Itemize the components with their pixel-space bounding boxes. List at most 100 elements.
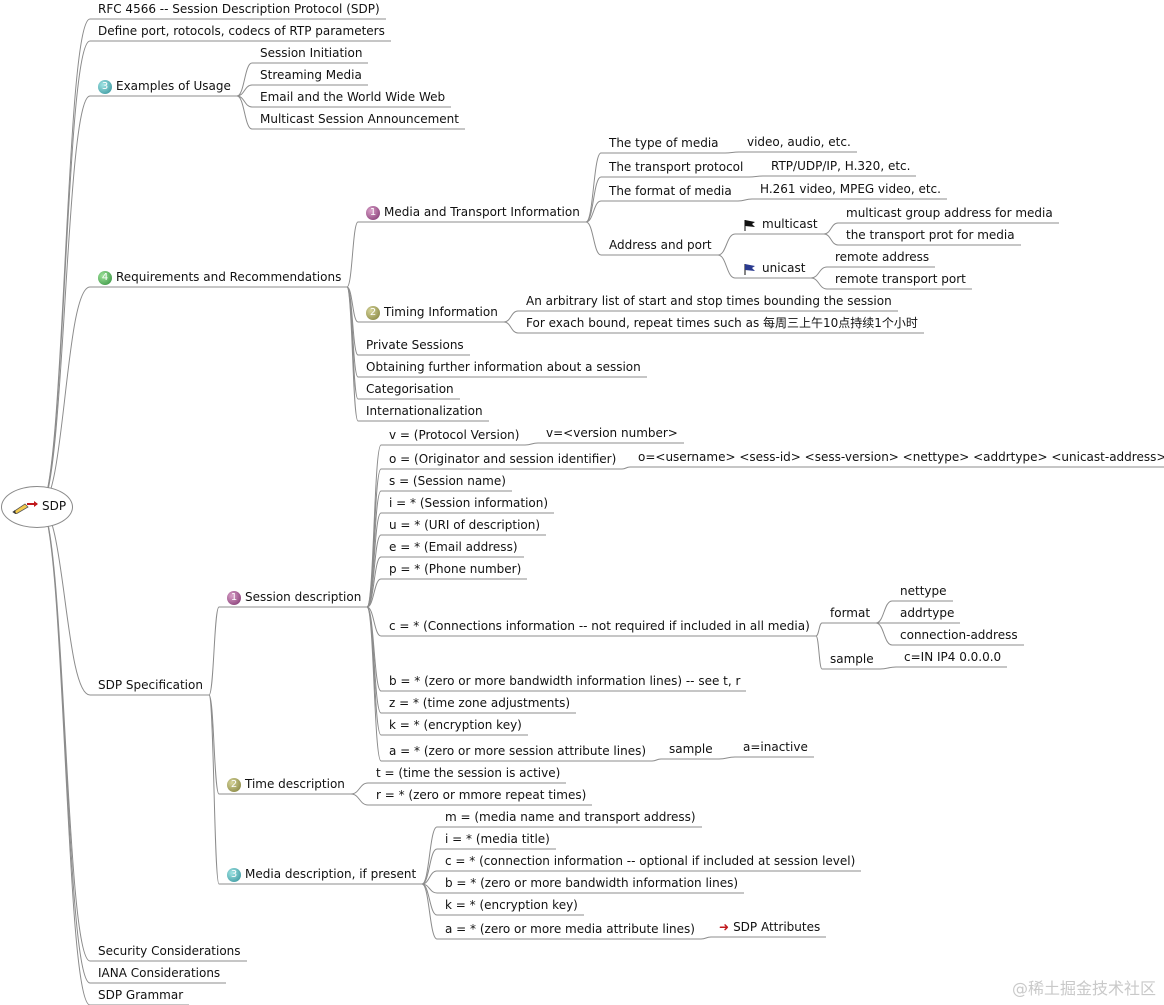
node-multicast[interactable]: multicast <box>743 217 818 232</box>
node-time-item[interactable]: t = (time the session is active) <box>376 766 561 780</box>
node-c-sample-value[interactable]: c=IN IP4 0.0.0.0 <box>904 650 1002 664</box>
node-field-e[interactable]: e = * (Email address) <box>389 540 518 554</box>
node-example-item[interactable]: Email and the World Wide Web <box>260 90 446 104</box>
priority-3-icon: 3 <box>98 79 112 94</box>
node-multicast-item[interactable]: the transport prot for media <box>846 228 1015 242</box>
node-field-s[interactable]: s = (Session name) <box>389 474 506 488</box>
node-media-item[interactable]: b = * (zero or more bandwidth informatio… <box>445 876 739 890</box>
connector-curve <box>503 310 519 323</box>
node-transport-protocol[interactable]: The transport protocol <box>609 160 744 174</box>
connector-curve <box>503 321 519 334</box>
node-c-format[interactable]: format <box>830 606 871 620</box>
node-req-item[interactable]: Internationalization <box>366 404 483 418</box>
node-field-i[interactable]: i = * (Session information) <box>389 496 549 510</box>
node-time-item[interactable]: r = * (zero or mmore repeat times) <box>376 788 587 802</box>
connector-curve <box>421 848 438 885</box>
connector-curve <box>39 505 91 962</box>
connector-curve <box>39 505 91 1005</box>
node-multicast-item[interactable]: multicast group address for media <box>846 206 1053 220</box>
node-field-u[interactable]: u = * (URI of description) <box>389 518 541 532</box>
node-timing-item[interactable]: For exach bound, repeat times such as 每周… <box>526 316 918 330</box>
node-media-item[interactable]: k = * (encryption key) <box>445 898 578 912</box>
node-field-o-value[interactable]: o=<username> <sess-id> <sess-version> <n… <box>638 450 1164 464</box>
node-field-a[interactable]: a = * (zero or more session attribute li… <box>389 744 647 758</box>
node-type-of-media[interactable]: The type of media <box>609 136 719 150</box>
node-unicast[interactable]: unicast <box>743 261 805 276</box>
node-unicast-item[interactable]: remote transport port <box>835 272 966 286</box>
connector-curve <box>366 606 382 736</box>
connector-curve <box>39 286 91 507</box>
node-c-format-item[interactable]: connection-address <box>900 628 1018 642</box>
node-security[interactable]: Security Considerations <box>98 944 241 958</box>
node-req-item[interactable]: Obtaining further information about a se… <box>366 360 641 374</box>
connector-curve <box>350 793 369 806</box>
connector-curve <box>366 556 382 608</box>
connector-curve <box>810 277 828 290</box>
node-media-item[interactable]: a = * (zero or more media attribute line… <box>445 922 695 936</box>
node-c-sample[interactable]: sample <box>830 652 874 666</box>
node-format-of-media[interactable]: The format of media <box>609 184 732 198</box>
connector-curve <box>815 635 823 670</box>
priority-3-icon: 3 <box>227 867 241 882</box>
node-field-c[interactable]: c = * (Connections information -- not re… <box>389 619 810 633</box>
node-grammar[interactable]: SDP Grammar <box>98 988 184 1002</box>
priority-4-icon: 4 <box>98 270 112 285</box>
connector-curve <box>737 198 753 202</box>
node-iana[interactable]: IANA Considerations <box>98 966 221 980</box>
node-format-of-media-value[interactable]: H.261 video, MPEG video, etc. <box>760 182 941 196</box>
node-media-item[interactable]: m = (media name and transport address) <box>445 810 696 824</box>
node-field-z[interactable]: z = * (time zone adjustments) <box>389 696 571 710</box>
node-field-k[interactable]: k = * (encryption key) <box>389 718 522 732</box>
connector-curve <box>823 233 839 246</box>
node-example-item[interactable]: Streaming Media <box>260 68 362 82</box>
node-spec[interactable]: SDP Specification <box>98 678 203 692</box>
node-req-item[interactable]: Categorisation <box>366 382 454 396</box>
node-c-format-item[interactable]: nettype <box>900 584 947 598</box>
connector-curve <box>585 200 602 223</box>
root-label: SDP <box>42 499 67 513</box>
node-field-v[interactable]: v = (Protocol Version) <box>389 428 520 442</box>
connector-curve <box>700 936 712 940</box>
node-field-o[interactable]: o = (Originator and session identifier) <box>389 452 617 466</box>
priority-2-icon: 2 <box>227 777 241 792</box>
connector-curve <box>39 40 91 507</box>
node-field-v-value[interactable]: v=<version number> <box>546 426 678 440</box>
node-field-b[interactable]: b = * (zero or more bandwidth informatio… <box>389 674 741 688</box>
connector-curve <box>421 826 438 885</box>
node-example-item[interactable]: Multicast Session Announcement <box>260 112 459 126</box>
connector-curve <box>39 18 91 507</box>
connector-curve <box>823 222 839 235</box>
connector-curve <box>421 870 438 885</box>
node-type-of-media-value[interactable]: video, audio, etc. <box>747 135 851 149</box>
node-field-p[interactable]: p = * (Phone number) <box>389 562 522 576</box>
node-c-format-item[interactable]: addrtype <box>900 606 955 620</box>
node-timing-item[interactable]: An arbitrary list of start and stop time… <box>526 294 892 308</box>
connector-curve <box>810 266 828 279</box>
connector-curve <box>585 221 602 256</box>
node-example-item[interactable]: Session Initiation <box>260 46 363 60</box>
node-define[interactable]: Define port, rotocols, codecs of RTP par… <box>98 24 385 38</box>
node-a-sample[interactable]: sample <box>669 742 713 756</box>
link-arrow-icon: ➜ <box>719 920 730 934</box>
node-sdp-attributes-link[interactable]: ➜SDP Attributes <box>719 920 821 934</box>
node-rfc[interactable]: RFC 4566 -- Session Description Protocol… <box>98 2 380 16</box>
black-flag-icon <box>743 219 757 231</box>
node-a-sample-value[interactable]: a=inactive <box>743 740 808 754</box>
node-transport-protocol-value[interactable]: RTP/UDP/IP, H.320, etc. <box>771 159 911 173</box>
connector-curve <box>717 254 736 279</box>
root-node-sdp[interactable]: SDP <box>1 486 73 528</box>
node-address-port[interactable]: Address and port <box>609 238 712 252</box>
node-media-item[interactable]: i = * (media title) <box>445 832 550 846</box>
node-req-item[interactable]: Private Sessions <box>366 338 464 352</box>
connector-curve <box>350 782 369 795</box>
connector-curve <box>366 578 382 608</box>
node-unicast-item[interactable]: remote address <box>835 250 930 264</box>
node-media-item[interactable]: c = * (connection information -- optiona… <box>445 854 856 868</box>
